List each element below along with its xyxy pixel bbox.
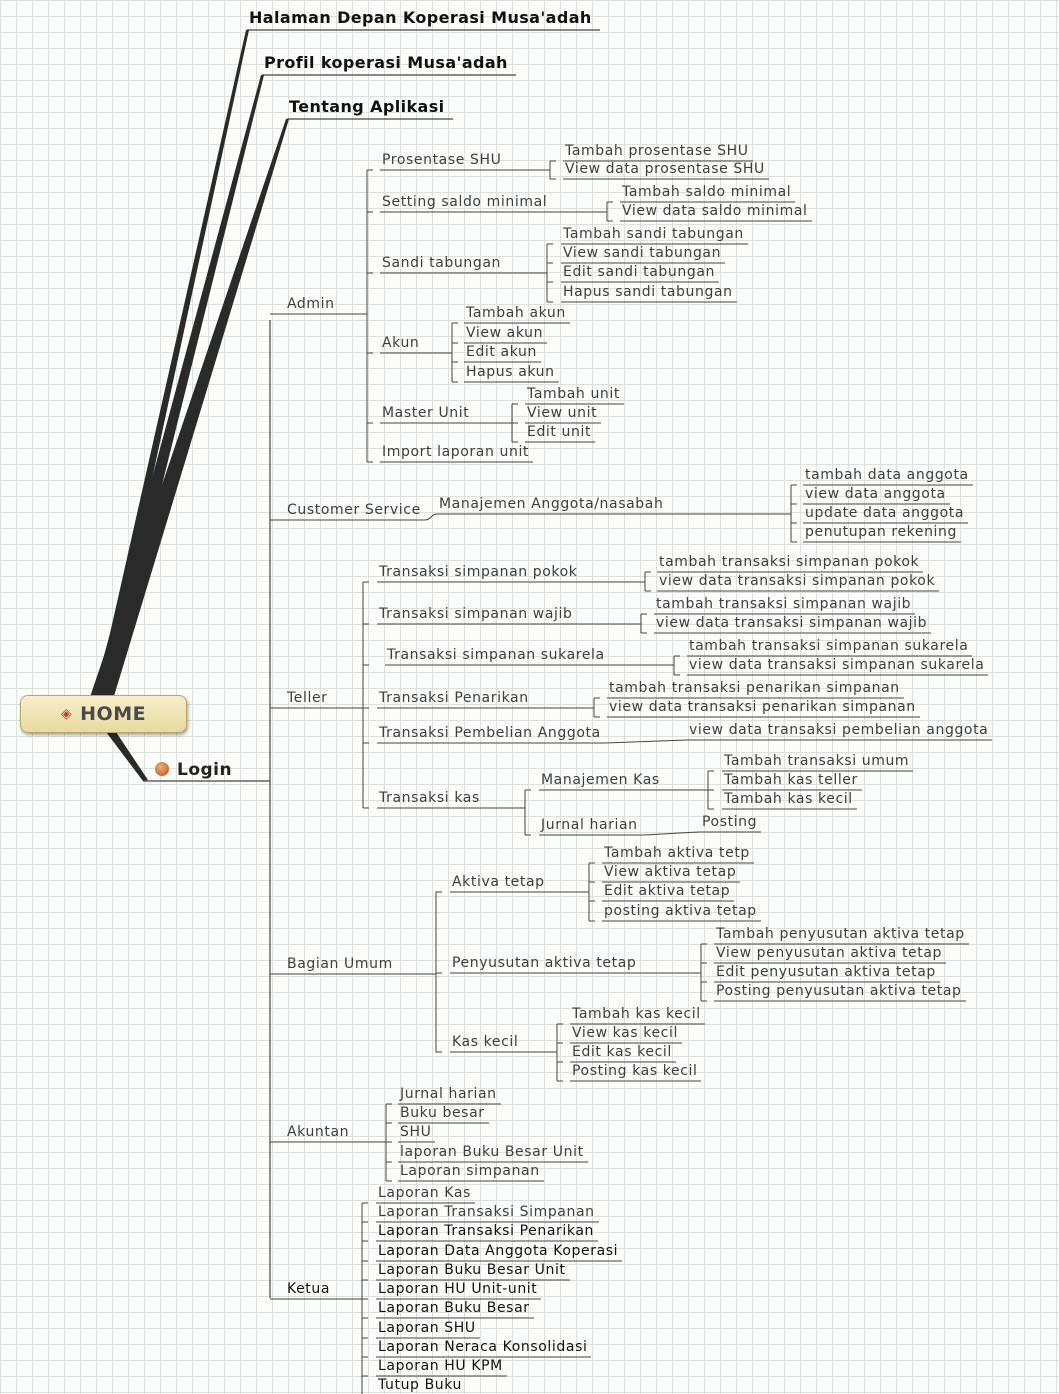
umum-item-posting-aktiva-tetap[interactable]: posting aktiva tetap xyxy=(604,903,757,919)
umum-item-edit-aktiva-tetap[interactable]: Edit aktiva tetap xyxy=(604,883,731,899)
role-ketua[interactable]: Ketua xyxy=(287,1281,331,1297)
ketua-item-laporan-kas[interactable]: Laporan Kas xyxy=(378,1185,471,1201)
teller-item-tambah-transaksi-simpanan-sukarela[interactable]: tambah transaksi simpanan sukarela xyxy=(689,638,969,654)
admin-menu-setting-saldo-minimal[interactable]: Setting saldo minimal xyxy=(382,194,548,210)
ketua-item-laporan-transaksi-simpanan[interactable]: Laporan Transaksi Simpanan xyxy=(378,1204,595,1220)
teller-item-view-data-transaksi-simpanan-wajib[interactable]: view data transaksi simpanan wajib xyxy=(656,615,928,631)
kas-item-tambah-transaksi-umum[interactable]: Tambah transaksi umum xyxy=(724,753,910,769)
admin-menu-import-laporan-unit[interactable]: Import laporan unit xyxy=(382,444,530,460)
admin-item-view-unit[interactable]: View unit xyxy=(527,405,598,421)
teller-menu-transaksi-penarikan[interactable]: Transaksi Penarikan xyxy=(379,690,529,706)
umum-menu-aktiva-tetap[interactable]: Aktiva tetap xyxy=(452,874,545,890)
teller-item-view-data-transaksi-simpanan-pokok[interactable]: view data transaksi simpanan pokok xyxy=(659,573,936,589)
ketua-item-laporan-buku-besar[interactable]: Laporan Buku Besar xyxy=(378,1300,530,1316)
umum-item-tambah-aktiva-tetp[interactable]: Tambah aktiva tetp xyxy=(604,845,750,861)
admin-menu-akun[interactable]: Akun xyxy=(382,335,420,351)
teller-item-tambah-transaksi-simpanan-pokok[interactable]: tambah transaksi simpanan pokok xyxy=(659,554,920,570)
user-icon xyxy=(155,762,169,776)
umum-menu-penyusutan-aktiva-tetap[interactable]: Penyusutan aktiva tetap xyxy=(452,955,637,971)
admin-item-hapus-akun[interactable]: Hapus akun xyxy=(466,364,555,380)
teller-item-view-data-transaksi-pembelian-anggota[interactable]: view data transaksi pembelian anggota xyxy=(689,722,989,738)
admin-menu-prosentase-shu[interactable]: Prosentase SHU xyxy=(382,152,502,168)
ketua-item-laporan-buku-besar-unit[interactable]: Laporan Buku Besar Unit xyxy=(378,1262,566,1278)
umum-item-posting-kas-kecil[interactable]: Posting kas kecil xyxy=(572,1063,698,1079)
akuntan-item-laporan-simpanan[interactable]: Laporan simpanan xyxy=(400,1163,540,1179)
teller-item-view-data-transaksi-penarikan-simpanan[interactable]: view data transaksi penarikan simpanan xyxy=(609,699,916,715)
ketua-item-laporan-data-anggota-koperasi[interactable]: Laporan Data Anggota Koperasi xyxy=(378,1243,619,1259)
akuntan-item-laporan-buku-besar-unit[interactable]: laporan Buku Besar Unit xyxy=(400,1144,584,1160)
admin-item-view-data-prosentase-shu[interactable]: View data prosentase SHU xyxy=(565,161,765,177)
admin-item-edit-akun[interactable]: Edit akun xyxy=(466,344,537,360)
kas-item-posting[interactable]: Posting xyxy=(702,814,758,830)
admin-menu-master-unit[interactable]: Master Unit xyxy=(382,405,470,421)
teller-menu-transaksi-simpanan-wajib[interactable]: Transaksi simpanan wajib xyxy=(379,606,573,622)
kas-item-tambah-kas-teller[interactable]: Tambah kas teller xyxy=(724,772,858,788)
admin-item-edit-unit[interactable]: Edit unit xyxy=(527,424,592,440)
cs-menu-manajemen-anggota-nasabah[interactable]: Manajemen Anggota/nasabah xyxy=(439,496,664,512)
page-halaman-depan-koperasi-musa-adah[interactable]: Halaman Depan Koperasi Musa'adah xyxy=(249,8,592,27)
akuntan-item-buku-besar[interactable]: Buku besar xyxy=(400,1105,485,1121)
admin-item-tambah-prosentase-shu[interactable]: Tambah prosentase SHU xyxy=(565,143,749,159)
admin-item-tambah-akun[interactable]: Tambah akun xyxy=(466,305,566,321)
ketua-item-laporan-hu-unit-unit[interactable]: Laporan HU Unit-unit xyxy=(378,1281,538,1297)
teller-item-view-data-transaksi-simpanan-sukarela[interactable]: view data transaksi simpanan sukarela xyxy=(689,657,985,673)
role-admin[interactable]: Admin xyxy=(287,296,335,312)
kas-item-tambah-kas-kecil[interactable]: Tambah kas kecil xyxy=(724,791,853,807)
role-teller[interactable]: Teller xyxy=(287,690,328,706)
umum-item-tambah-penyusutan-aktiva-tetap[interactable]: Tambah penyusutan aktiva tetap xyxy=(716,926,965,942)
ketua-item-laporan-transaksi-penarikan[interactable]: Laporan Transaksi Penarikan xyxy=(378,1223,594,1239)
ketua-item-laporan-hu-kpm[interactable]: Laporan HU KPM xyxy=(378,1358,503,1374)
akuntan-item-shu[interactable]: SHU xyxy=(400,1124,432,1140)
role-akuntan[interactable]: Akuntan xyxy=(287,1124,350,1140)
home-label: HOME xyxy=(80,703,147,725)
ketua-item-laporan-neraca-konsolidasi[interactable]: Laporan Neraca Konsolidasi xyxy=(378,1339,588,1355)
umum-item-view-aktiva-tetap[interactable]: View aktiva tetap xyxy=(604,864,737,880)
kas-menu-jurnal-harian[interactable]: Jurnal harian xyxy=(541,817,638,833)
teller-item-tambah-transaksi-simpanan-wajib[interactable]: tambah transaksi simpanan wajib xyxy=(656,596,912,612)
umum-menu-kas-kecil[interactable]: Kas kecil xyxy=(452,1034,519,1050)
umum-item-posting-penyusutan-aktiva-tetap[interactable]: Posting penyusutan aktiva tetap xyxy=(716,983,962,999)
login-node[interactable]: Login xyxy=(155,760,232,780)
umum-item-view-penyusutan-aktiva-tetap[interactable]: View penyusutan aktiva tetap xyxy=(716,945,942,961)
teller-menu-transaksi-simpanan-sukarela[interactable]: Transaksi simpanan sukarela xyxy=(387,647,605,663)
admin-item-hapus-sandi-tabungan[interactable]: Hapus sandi tabungan xyxy=(563,284,733,300)
kas-menu-manajemen-kas[interactable]: Manajemen Kas xyxy=(541,772,660,788)
teller-menu-transaksi-simpanan-pokok[interactable]: Transaksi simpanan pokok xyxy=(379,564,578,580)
admin-item-tambah-sandi-tabungan[interactable]: Tambah sandi tabungan xyxy=(563,226,744,242)
teller-menu-transaksi-kas[interactable]: Transaksi kas xyxy=(379,790,480,806)
cs-item-tambah-data-anggota[interactable]: tambah data anggota xyxy=(805,467,969,483)
login-label: Login xyxy=(177,760,233,780)
admin-menu-sandi-tabungan[interactable]: Sandi tabungan xyxy=(382,255,502,271)
cs-item-penutupan-rekening[interactable]: penutupan rekening xyxy=(805,524,958,540)
cs-item-view-data-anggota[interactable]: view data anggota xyxy=(805,486,946,502)
page-tentang-aplikasi[interactable]: Tentang Aplikasi xyxy=(289,97,445,116)
role-bagian-umum[interactable]: Bagian Umum xyxy=(287,956,393,972)
admin-item-view-data-saldo-minimal[interactable]: View data saldo minimal xyxy=(622,203,808,219)
home-node[interactable]: ◈ HOME xyxy=(20,695,187,733)
admin-item-tambah-saldo-minimal[interactable]: Tambah saldo minimal xyxy=(622,184,792,200)
cs-item-update-data-anggota[interactable]: update data anggota xyxy=(805,505,965,521)
teller-item-tambah-transaksi-penarikan-simpanan[interactable]: tambah transaksi penarikan simpanan xyxy=(609,680,900,696)
umum-item-tambah-kas-kecil[interactable]: Tambah kas kecil xyxy=(572,1006,701,1022)
teller-menu-transaksi-pembelian-anggota[interactable]: Transaksi Pembelian Anggota xyxy=(379,725,601,741)
admin-item-view-sandi-tabungan[interactable]: View sandi tabungan xyxy=(563,245,722,261)
home-icon: ◈ xyxy=(60,706,73,722)
akuntan-item-jurnal-harian[interactable]: Jurnal harian xyxy=(400,1086,497,1102)
role-customer-service[interactable]: Customer Service xyxy=(287,502,421,518)
admin-item-edit-sandi-tabungan[interactable]: Edit sandi tabungan xyxy=(563,264,715,280)
admin-item-view-akun[interactable]: View akun xyxy=(466,325,544,341)
umum-item-edit-kas-kecil[interactable]: Edit kas kecil xyxy=(572,1044,672,1060)
ketua-item-laporan-shu[interactable]: Laporan SHU xyxy=(378,1320,476,1336)
ketua-item-tutup-buku[interactable]: Tutup Buku xyxy=(378,1377,463,1393)
page-profil-koperasi-musa-adah[interactable]: Profil koperasi Musa'adah xyxy=(264,53,508,72)
umum-item-view-kas-kecil[interactable]: View kas kecil xyxy=(572,1025,678,1041)
umum-item-edit-penyusutan-aktiva-tetap[interactable]: Edit penyusutan aktiva tetap xyxy=(716,964,936,980)
admin-item-tambah-unit[interactable]: Tambah unit xyxy=(527,386,620,402)
